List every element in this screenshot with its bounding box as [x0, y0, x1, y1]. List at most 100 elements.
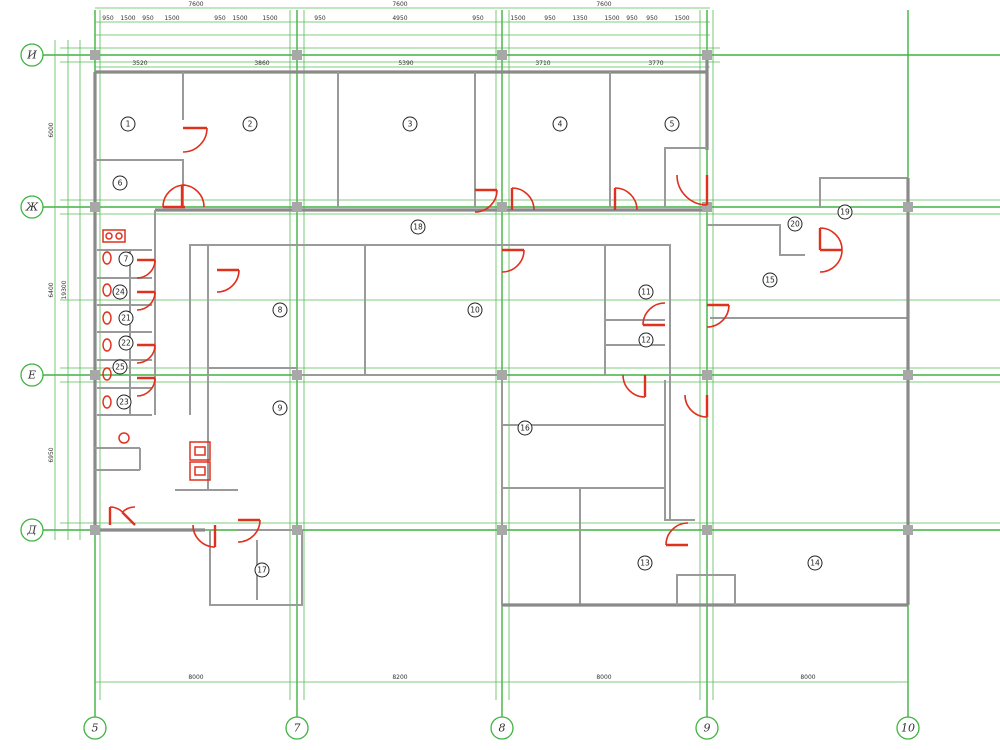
room-label-12: 12	[638, 332, 654, 348]
door	[136, 290, 156, 311]
bottom-span-3: 8000	[596, 674, 611, 681]
column	[497, 370, 507, 380]
door	[665, 522, 689, 547]
door	[192, 524, 217, 548]
axis-bubble-9: 9	[695, 716, 719, 740]
room-width-1: 3520	[132, 60, 147, 67]
room-label-14: 14	[807, 555, 823, 571]
axis-label-5: 5	[92, 722, 99, 735]
room-number: 8	[278, 306, 283, 315]
column	[702, 50, 712, 60]
room-number: 6	[118, 179, 123, 188]
axis-bubble-e: Е	[20, 363, 44, 387]
top-segment-8: 950	[314, 15, 326, 22]
top-segment-1: 950	[102, 15, 114, 22]
column	[90, 50, 100, 60]
column	[292, 370, 302, 380]
room-width-3: 5390	[398, 60, 413, 67]
room-number: 10	[470, 306, 480, 315]
left-total: 19300	[61, 280, 68, 299]
door	[510, 187, 535, 211]
bottom-dimensions: 8000 8200 8000 8000	[95, 674, 908, 683]
column	[292, 525, 302, 535]
column	[90, 525, 100, 535]
room-label-19: 19	[837, 204, 853, 220]
room-number: 14	[810, 559, 820, 568]
door	[182, 126, 208, 153]
room-label-23: 23	[116, 394, 132, 410]
top-segment-16: 950	[646, 15, 658, 22]
column	[702, 525, 712, 535]
room-number: 13	[640, 559, 650, 568]
door	[180, 184, 205, 208]
column	[90, 202, 100, 212]
door	[501, 248, 525, 273]
room-label-9: 9	[272, 400, 288, 416]
room-label-16: 16	[517, 420, 533, 436]
axis-bubble-5: 5	[83, 716, 107, 740]
room-label-3: 3	[402, 116, 418, 132]
bottom-span-1: 8000	[188, 674, 203, 681]
room-label-22: 22	[118, 335, 134, 351]
door	[622, 374, 647, 398]
column	[497, 202, 507, 212]
door	[706, 303, 730, 328]
room-label-2: 2	[242, 116, 258, 132]
door	[121, 506, 136, 526]
top-segment-9: 4950	[392, 15, 407, 22]
door	[819, 248, 843, 273]
top-segment-2: 1500	[120, 15, 135, 22]
room-number: 19	[840, 208, 850, 217]
axis-label-10: 10	[901, 722, 915, 735]
room-label-4: 4	[552, 116, 568, 132]
door	[474, 188, 498, 213]
column	[903, 202, 913, 212]
axis-label-7: 7	[294, 722, 301, 735]
room-number: 22	[121, 339, 131, 348]
door	[216, 268, 240, 293]
left-dimensions: 6000 6400 6950 19300	[48, 40, 81, 540]
room-number: 11	[641, 288, 651, 297]
room-label-11: 11	[638, 284, 654, 300]
axis-bubble-7: 7	[285, 716, 309, 740]
axis-label-d: Д	[27, 524, 38, 537]
column	[90, 370, 100, 380]
top-segment-10: 950	[472, 15, 484, 22]
room-number: 4	[558, 120, 563, 129]
top-segment-17: 1500	[674, 15, 689, 22]
axis-label-e: Е	[27, 369, 36, 382]
axis-label-zh: Ж	[25, 201, 39, 214]
room-label-18: 18	[410, 219, 426, 235]
room-number: 5	[670, 120, 675, 129]
door	[108, 506, 124, 525]
room-label-8: 8	[272, 302, 288, 318]
door	[676, 174, 709, 206]
room-number: 23	[119, 398, 129, 407]
axis-label-i: И	[26, 49, 37, 62]
axis-bubble-10: 10	[896, 716, 920, 740]
door	[237, 518, 261, 543]
room-number: 7	[124, 255, 129, 264]
room-number: 2	[248, 120, 253, 129]
room-label-25: 25	[112, 359, 128, 375]
room-label-15: 15	[762, 272, 778, 288]
door	[136, 343, 156, 364]
bottom-span-2: 8200	[392, 674, 407, 681]
column	[497, 525, 507, 535]
column	[702, 370, 712, 380]
left-span-1: 6000	[48, 122, 55, 137]
room-number: 3	[408, 120, 413, 129]
door	[684, 394, 709, 418]
room-label-17: 17	[254, 562, 270, 578]
room-label-1: 1	[120, 116, 136, 132]
room-number: 9	[278, 404, 283, 413]
columns	[90, 50, 913, 535]
top-span-3: 7600	[596, 1, 611, 8]
left-span-2: 6400	[48, 282, 55, 297]
axis-label-8: 8	[499, 722, 506, 735]
room-number: 1	[126, 120, 131, 129]
room-number: 12	[641, 336, 651, 345]
door	[642, 302, 666, 327]
